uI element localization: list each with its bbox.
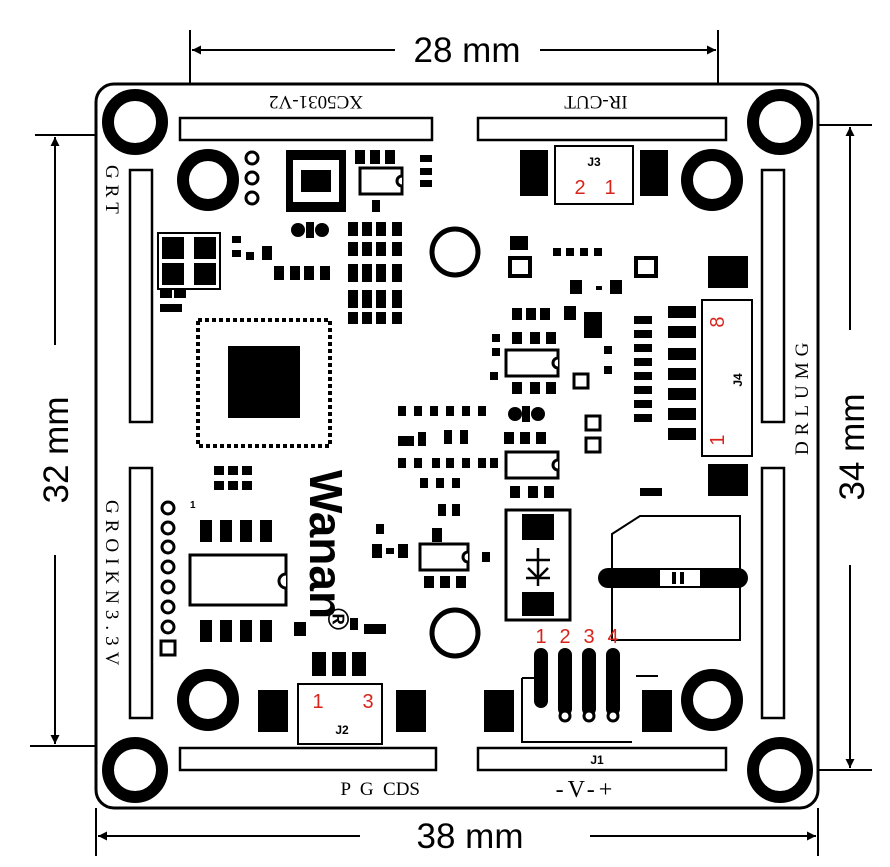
smd-components <box>157 150 748 732</box>
label-groikn: GROIKN3.3V <box>101 500 122 671</box>
main-chip <box>196 318 332 448</box>
j4-label: J4 <box>731 373 745 387</box>
registered-mark: ® <box>321 608 354 630</box>
j1-label: J1 <box>590 753 604 767</box>
j1-pin-4: 4 <box>607 626 618 648</box>
bottom-width-label: 38 mm <box>417 817 524 856</box>
top-width-label: 28 mm <box>414 31 521 70</box>
j3-pin-left: 2 <box>574 177 585 199</box>
chip-notches <box>277 174 559 590</box>
j3-pin-right: 1 <box>604 177 615 199</box>
j4-pin-bottom: 1 <box>707 434 729 445</box>
label-v-plus: -V-+ <box>556 777 617 803</box>
connector-j1 <box>521 648 658 743</box>
j2-pin-left: 1 <box>312 691 323 713</box>
battery-holder <box>598 515 748 641</box>
label-xc5031: XC5031-V2 <box>269 91 363 112</box>
diode-symbol <box>526 548 550 586</box>
connector-j3 <box>554 145 634 205</box>
j3-label: J3 <box>587 155 601 169</box>
edge-headers <box>128 116 786 772</box>
pin-one-marker: 1 <box>190 500 196 511</box>
label-grt: GRT <box>101 165 122 220</box>
label-drlumg: DRLUMG <box>792 337 813 455</box>
connector-j4 <box>701 299 753 457</box>
connector-j2 <box>297 683 383 745</box>
j2-label: J2 <box>335 723 349 737</box>
j2-pin-right: 3 <box>362 691 373 713</box>
j1-pin-1: 1 <box>535 626 546 648</box>
label-p-g-cds: P G CDS <box>340 779 420 800</box>
label-ir-cut: IR-CUT <box>564 91 628 112</box>
left-height-label: 32 mm <box>37 397 76 504</box>
j1-pin-3: 3 <box>583 626 594 648</box>
right-height-label: 34 mm <box>833 394 872 501</box>
j4-pin-top: 8 <box>707 316 729 327</box>
brand-name: Wanan <box>300 470 352 619</box>
dimension-lines <box>30 30 872 856</box>
j1-pin-2: 2 <box>559 626 570 648</box>
mounting-holes <box>102 89 813 803</box>
